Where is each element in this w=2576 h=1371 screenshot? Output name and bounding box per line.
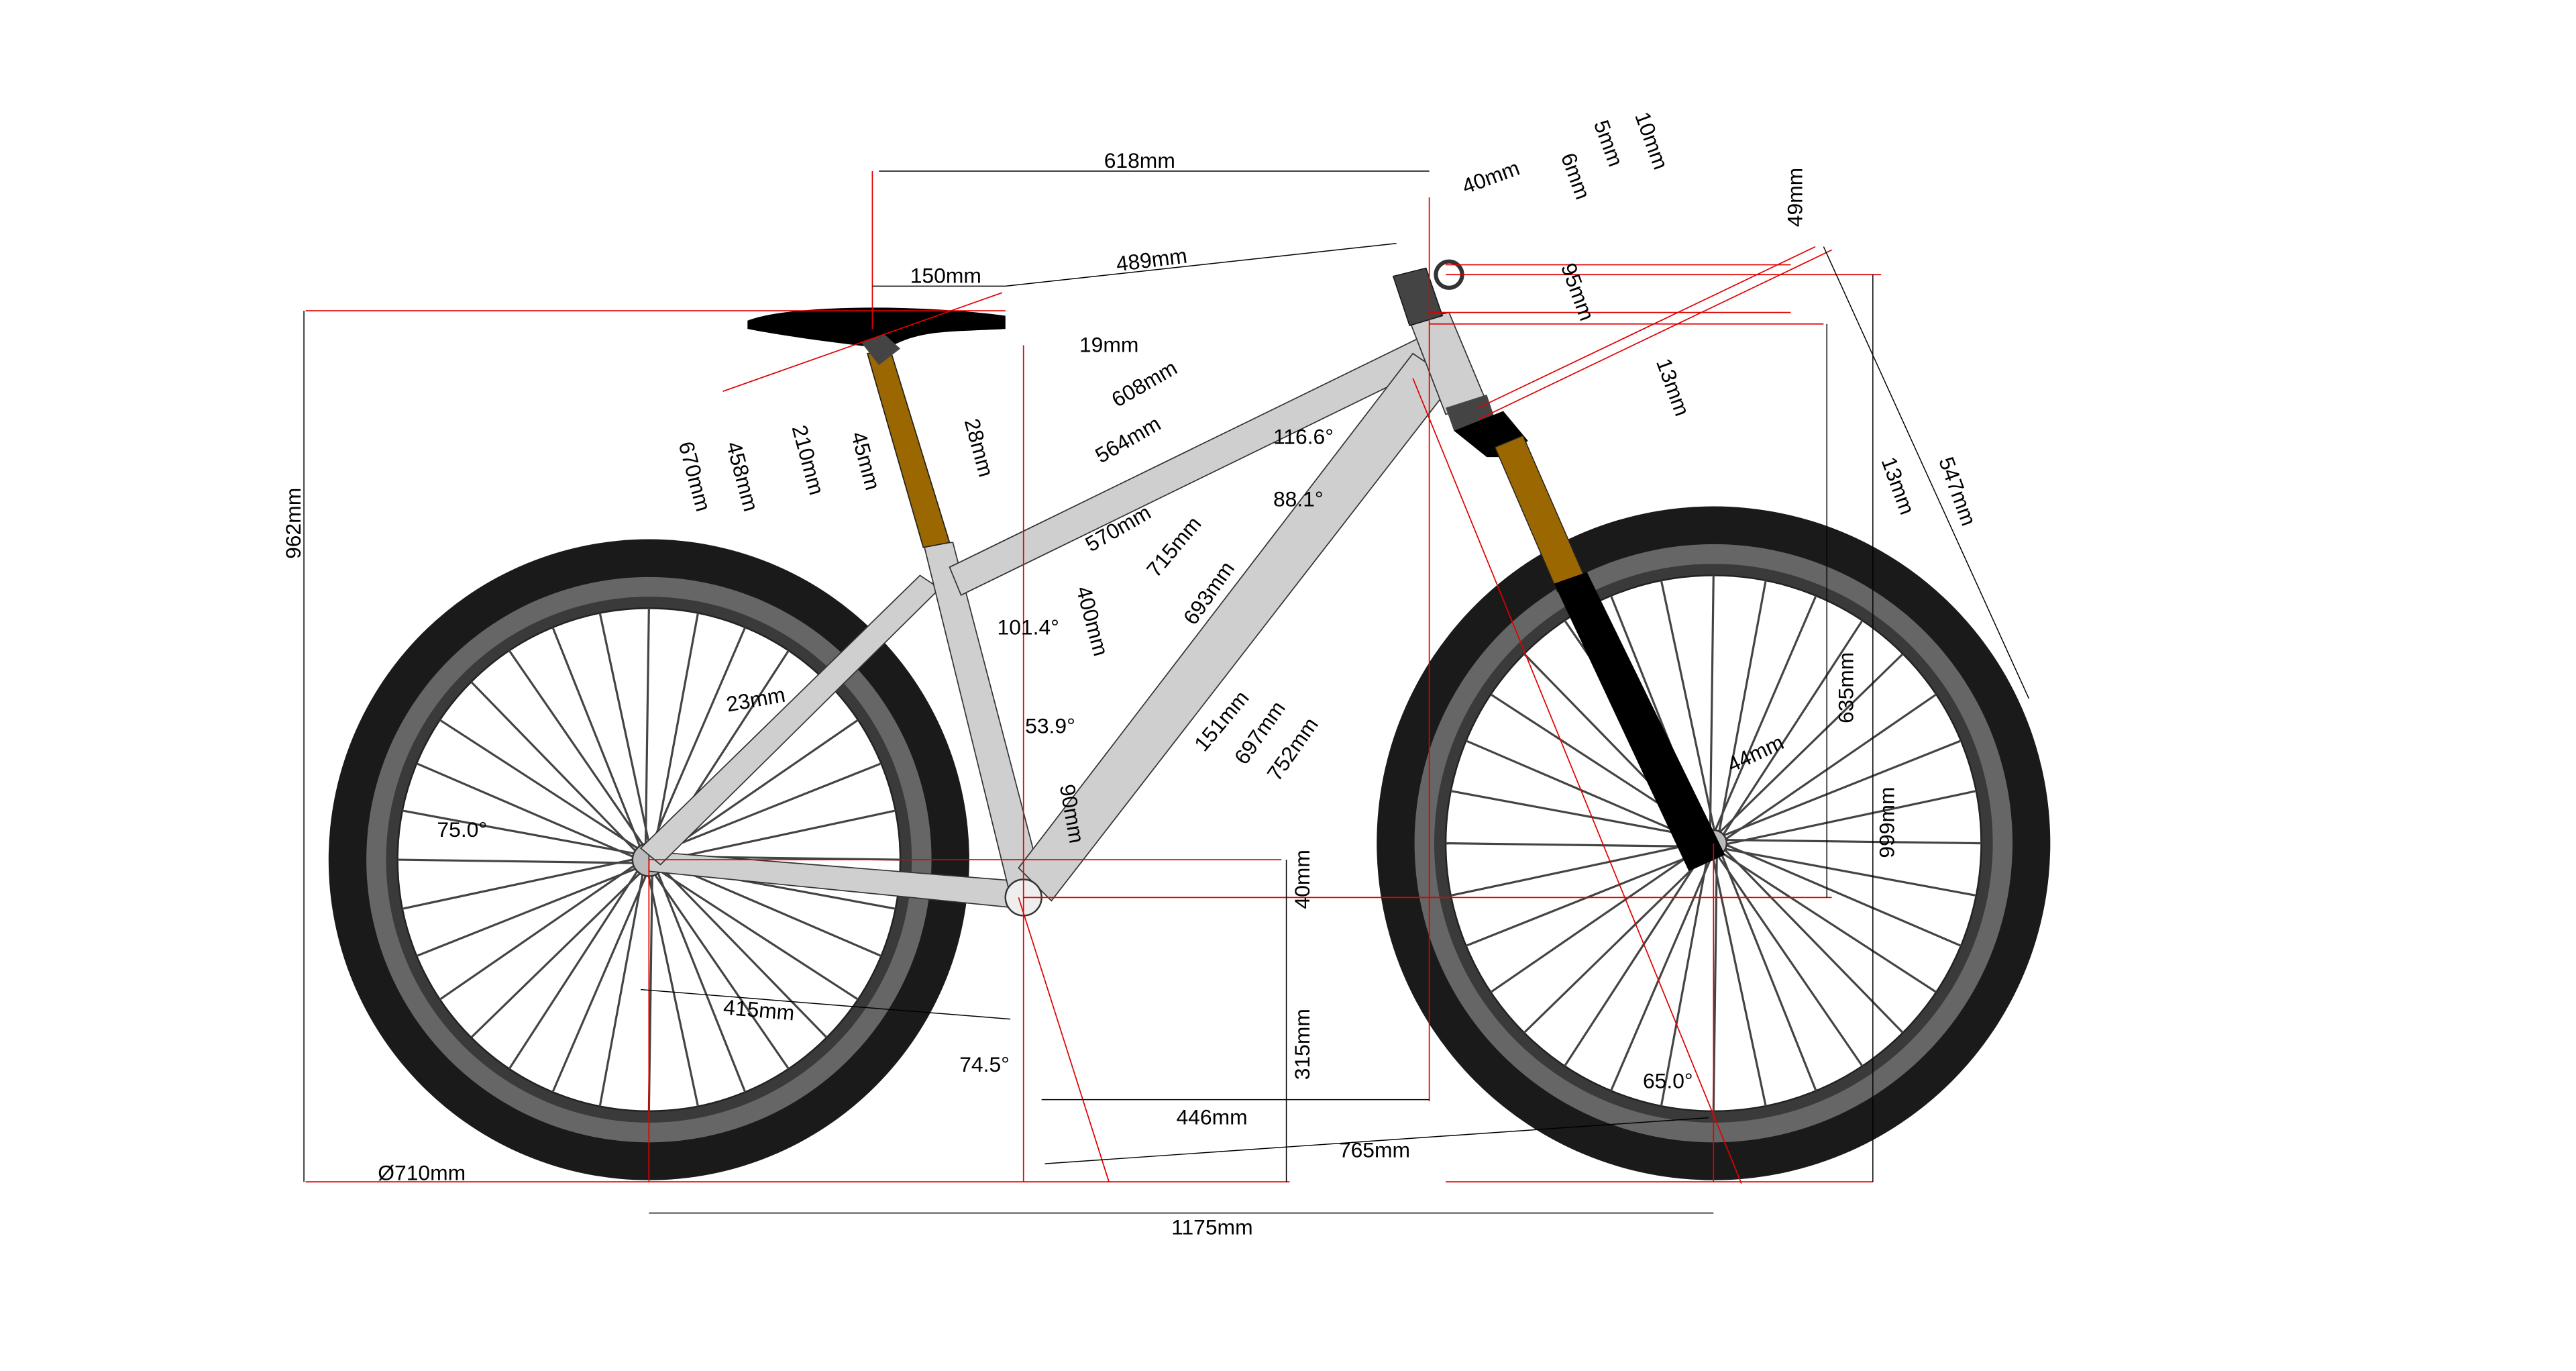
- spoke: [1450, 840, 1705, 897]
- spoke: [658, 809, 896, 862]
- label-53-9deg: 53.9°: [1025, 714, 1075, 738]
- construction-lines: [305, 170, 1882, 1184]
- spoke: [508, 650, 648, 851]
- label-210mm: 210mm: [788, 423, 829, 498]
- spoke: [1465, 740, 1705, 844]
- label-608mm: 608mm: [1108, 355, 1181, 411]
- label-5mm: 5mm: [1589, 117, 1628, 170]
- label-670mm: 670mm: [674, 439, 716, 514]
- spoke: [1723, 838, 1982, 845]
- spoke: [1723, 842, 1962, 947]
- label-65-0deg: 65.0°: [1643, 1069, 1693, 1093]
- spoke: [551, 627, 643, 853]
- spoke: [1722, 693, 1937, 842]
- spoke: [1713, 595, 1817, 834]
- spoke: [653, 613, 700, 852]
- spoke: [1709, 575, 1715, 834]
- label-547mm: 547mm: [1934, 454, 1981, 529]
- label-489mm: 489mm: [1115, 244, 1189, 276]
- label-116-6deg: 116.6°: [1273, 425, 1334, 449]
- label-446mm: 446mm: [1176, 1105, 1247, 1129]
- spoke: [439, 719, 644, 853]
- spoke: [1719, 850, 1937, 993]
- label-28mm: 28mm: [960, 416, 999, 480]
- spoke: [1717, 653, 1904, 835]
- spoke: [402, 809, 641, 856]
- label-95mm: 95mm: [1556, 260, 1599, 323]
- label-618mm: 618mm: [1104, 148, 1175, 172]
- label-101-4deg: 101.4°: [998, 615, 1059, 640]
- label-962mm: 962mm: [281, 488, 305, 559]
- spoke: [470, 868, 646, 1039]
- spoke: [1446, 842, 1705, 848]
- spoke: [1721, 847, 1977, 897]
- label-45mm: 45mm: [847, 429, 885, 493]
- spoke: [648, 627, 747, 851]
- spoke: [1660, 851, 1710, 1107]
- label-458mm: 458mm: [722, 439, 763, 514]
- rear-spokes: [397, 608, 901, 1111]
- seat-clamp: [861, 334, 901, 365]
- spoke: [1660, 580, 1717, 834]
- label-75-0deg: 75.0°: [437, 817, 487, 842]
- spoke: [657, 863, 828, 1039]
- label-635mm: 635mm: [1833, 652, 1858, 723]
- spoke: [1723, 790, 1977, 846]
- spoke: [551, 869, 650, 1093]
- spoke: [508, 864, 642, 1070]
- spoke: [402, 857, 640, 910]
- fork-lower: [1554, 572, 1725, 872]
- spoke: [1717, 580, 1767, 835]
- dimension-lines: [303, 170, 2030, 1214]
- label-6mm: 6mm: [1556, 150, 1595, 203]
- spoke: [646, 869, 700, 1107]
- spoke: [397, 858, 640, 864]
- spoke: [416, 762, 640, 860]
- label-40mm-stem: 40mm: [1459, 156, 1523, 199]
- label-74-5deg: 74.5°: [959, 1052, 1010, 1076]
- seatpost: [866, 349, 951, 548]
- label-765mm: 765mm: [1339, 1137, 1410, 1162]
- spoke: [1711, 852, 1767, 1107]
- spoke: [1715, 852, 1864, 1067]
- spoke: [1719, 850, 1817, 1091]
- stem: [1392, 267, 1444, 327]
- label-150mm: 150mm: [910, 263, 981, 287]
- spoke: [1564, 848, 1707, 1067]
- spoke: [654, 866, 859, 1001]
- spoke: [416, 865, 643, 957]
- spoke: [1450, 790, 1706, 840]
- spoke: [598, 613, 652, 850]
- spoke: [650, 868, 790, 1070]
- spoke: [439, 861, 640, 1001]
- label-564mm: 564mm: [1091, 411, 1165, 468]
- label-400mm: 400mm: [1071, 584, 1113, 659]
- spoke: [1490, 844, 1705, 993]
- spoke: [1523, 851, 1711, 1034]
- spoke: [470, 681, 641, 857]
- spoke: [1720, 740, 1962, 838]
- label-999mm: 999mm: [1875, 787, 1899, 858]
- spoke: [598, 868, 645, 1107]
- label-19mm: 19mm: [1079, 332, 1138, 356]
- label-49mm: 49mm: [1783, 168, 1807, 227]
- saddle: [747, 307, 1006, 349]
- label-13mm-b: 13mm: [1877, 454, 1920, 517]
- spoke: [655, 762, 882, 854]
- spoke: [644, 608, 650, 851]
- label-13mm-a: 13mm: [1652, 355, 1695, 419]
- label-88-1deg: 88.1°: [1273, 487, 1324, 511]
- spoke: [654, 866, 747, 1093]
- label-1175mm: 1175mm: [1171, 1215, 1252, 1239]
- spoke: [1610, 852, 1715, 1092]
- label-315mm: 315mm: [1290, 1009, 1314, 1080]
- label-40mm-bb-drop: 40mm: [1290, 850, 1314, 909]
- spoke: [1720, 619, 1864, 838]
- label-wheel-diameter: Ø710mm: [378, 1161, 466, 1185]
- label-10mm: 10mm: [1630, 109, 1673, 172]
- frame: [639, 311, 1488, 917]
